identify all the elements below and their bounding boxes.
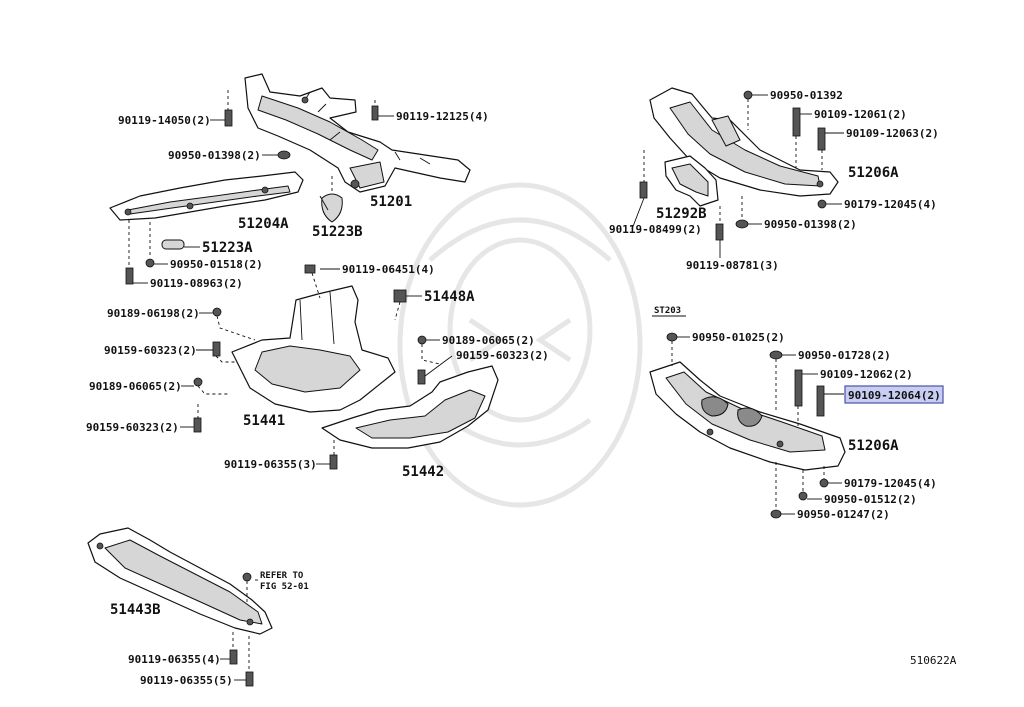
part-label[interactable]: 90179-12045(4): [844, 477, 937, 490]
part-label[interactable]: 90119-08781(3): [686, 259, 779, 272]
fastener-cluster-middle-right: [666, 332, 829, 519]
part-label[interactable]: 90179-12045(4): [844, 198, 937, 211]
part-label[interactable]: 90950-01398(2): [764, 218, 857, 231]
diagram-code: 510622A: [910, 654, 957, 667]
group-label-51204A[interactable]: 51204A: [238, 216, 289, 232]
part-label[interactable]: 90189-06198(2): [107, 307, 200, 320]
refer-note-line-2: FIG 52-01: [260, 582, 309, 592]
group-label-51448A[interactable]: 51448A: [424, 289, 475, 305]
group-label-51292B[interactable]: 51292B: [656, 206, 707, 222]
part-label[interactable]: 90119-08963(2): [150, 277, 243, 290]
watermark-emblem: [397, 182, 643, 508]
part-label[interactable]: 90109-12062(2): [820, 368, 913, 381]
group-label-51201[interactable]: 51201: [370, 194, 412, 210]
part-label[interactable]: 90119-06451(4): [342, 263, 435, 276]
part-label[interactable]: 90950-01398(2): [168, 149, 261, 162]
crossmember-51201: [244, 73, 471, 193]
bracket-51292B: [639, 150, 724, 241]
fastener-cluster-top-left: [125, 90, 379, 285]
highlighted-part-label[interactable]: 90109-12064(2): [848, 389, 941, 402]
group-label-51443B[interactable]: 51443B: [110, 602, 161, 618]
group-labels: 51201 51204A 51223A 51223B 51448A 51441 …: [110, 165, 899, 618]
part-label[interactable]: 90119-14050(2): [118, 114, 211, 127]
crossmember-51204A: [109, 171, 304, 221]
part-label[interactable]: 90119-06355(4): [128, 653, 221, 666]
group-label-51442[interactable]: 51442: [402, 464, 444, 480]
group-label-51441[interactable]: 51441: [243, 413, 285, 429]
part-labels: 90119-14050(2) 90119-12125(4) 90950-0139…: [86, 89, 941, 687]
part-label[interactable]: 90119-08499(2): [609, 223, 702, 236]
part-label[interactable]: 90950-01728(2): [798, 349, 891, 362]
part-label[interactable]: 90189-06065(2): [442, 334, 535, 347]
part-label[interactable]: 90950-01025(2): [692, 331, 785, 344]
member-51206A-top: [649, 87, 839, 197]
part-label[interactable]: 90119-06355(5): [140, 674, 233, 687]
part-label[interactable]: 90950-01247(2): [797, 508, 890, 521]
highlight-box: [844, 385, 944, 404]
group-label-51223B[interactable]: 51223B: [312, 224, 363, 240]
fastener-cluster-middle: [193, 307, 441, 470]
st-label: ST203: [654, 306, 681, 316]
part-label[interactable]: 90109-12061(2): [814, 108, 907, 121]
part-label[interactable]: 90950-01518(2): [170, 258, 263, 271]
part-label[interactable]: 90950-01392: [770, 89, 843, 102]
annotations: ST203 REFER TO FIG 52-01 510622A: [260, 306, 957, 667]
part-label[interactable]: 90109-12063(2): [846, 127, 939, 140]
group-label-51223A[interactable]: 51223A: [202, 240, 253, 256]
fastener-cluster-top-right: [735, 90, 827, 229]
part-label[interactable]: 90189-06065(2): [89, 380, 182, 393]
member-51206A-bottom: [649, 361, 846, 471]
part-label[interactable]: 90159-60323(2): [104, 344, 197, 357]
part-label[interactable]: 90159-60323(2): [86, 421, 179, 434]
under-cover-51441: [231, 264, 396, 413]
part-label[interactable]: 90950-01512(2): [824, 493, 917, 506]
group-label-51206A-top[interactable]: 51206A: [848, 165, 899, 181]
group-label-51206A-bottom[interactable]: 51206A: [848, 438, 899, 454]
leader-lines: [133, 94, 844, 681]
refer-note-line-1: REFER TO: [260, 571, 304, 581]
part-label[interactable]: 90159-60323(2): [456, 349, 549, 362]
part-label[interactable]: 90119-06355(3): [224, 458, 317, 471]
under-cover-51443B: [87, 527, 273, 687]
under-cover-51442: [321, 289, 499, 449]
part-label[interactable]: 90119-12125(4): [396, 110, 489, 123]
